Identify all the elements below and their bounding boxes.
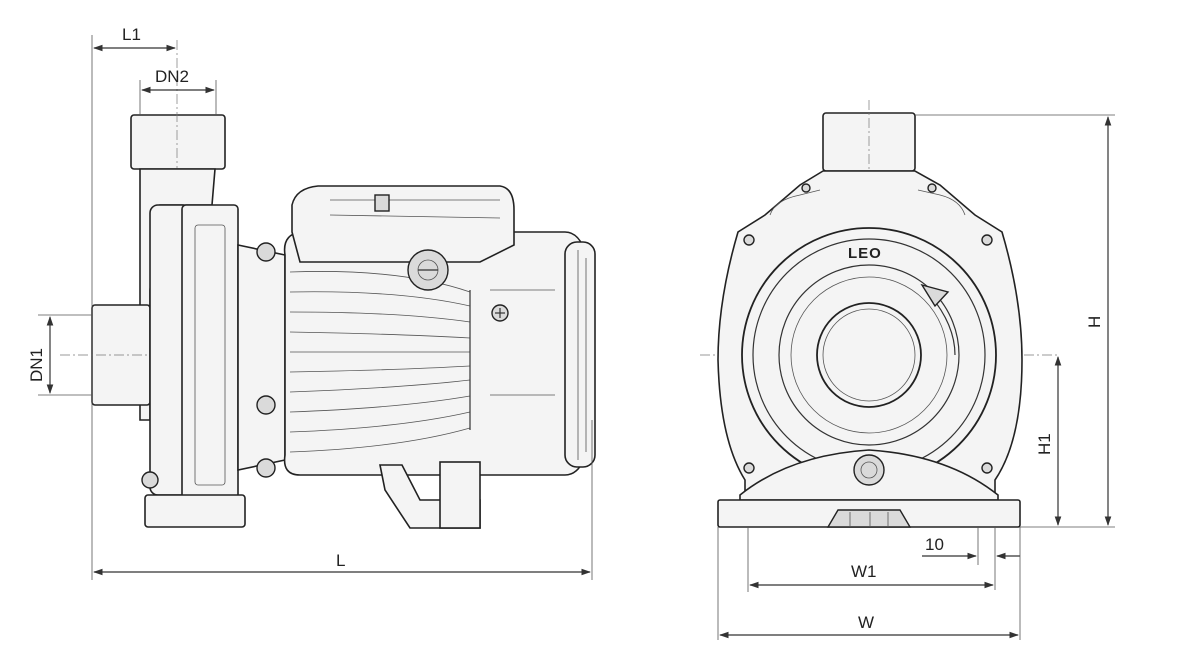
front-view: LEO H H1 10 W1 W [700,100,1115,640]
label-dn1: DN1 [27,348,46,382]
label-dn2: DN2 [155,67,189,86]
label-10: 10 [925,535,944,554]
label-h1: H1 [1035,433,1054,455]
leo-logo: LEO [848,245,882,262]
label-h: H [1085,316,1104,328]
label-w: W [858,613,874,632]
side-view: L1 DN2 DN1 L [27,25,596,580]
label-l1: L1 [122,25,141,44]
label-w1: W1 [851,562,877,581]
label-l: L [336,551,345,570]
